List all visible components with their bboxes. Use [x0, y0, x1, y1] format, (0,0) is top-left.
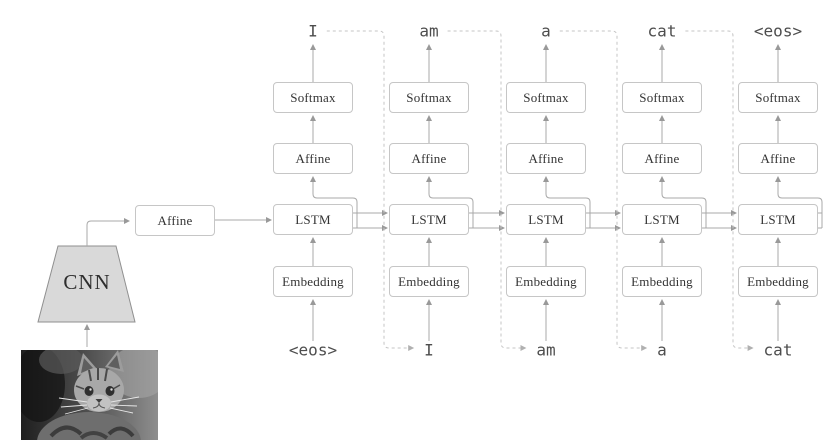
softmax-box: Softmax [506, 82, 586, 113]
softmax-box: Softmax [389, 82, 469, 113]
output-word: cat [647, 21, 677, 41]
input-word: am [536, 340, 556, 360]
embedding-box: Embedding [738, 266, 818, 297]
affine-box: Affine [622, 143, 702, 174]
lstm-box: LSTM [506, 204, 586, 235]
input-word: <eos> [288, 340, 338, 360]
input-word: cat [763, 340, 793, 360]
input-word: a [657, 340, 667, 360]
affine-box: Affine [389, 143, 469, 174]
cat-image [21, 350, 158, 440]
output-word: a [541, 21, 551, 41]
embedding-box: Embedding [622, 266, 702, 297]
input-word: I [424, 340, 434, 360]
softmax-box: Softmax [738, 82, 818, 113]
lstm-box: LSTM [738, 204, 818, 235]
embedding-box: Embedding [506, 266, 586, 297]
affine-box: Affine [738, 143, 818, 174]
output-word: I [308, 21, 318, 41]
lstm-box: LSTM [622, 204, 702, 235]
cnn-trapezoid [37, 245, 136, 323]
embedding-box: Embedding [389, 266, 469, 297]
affine-box: Affine [273, 143, 353, 174]
softmax-box: Softmax [273, 82, 353, 113]
embedding-box: Embedding [273, 266, 353, 297]
affine-box: Affine [506, 143, 586, 174]
output-word: <eos> [753, 21, 803, 41]
lstm-box: LSTM [389, 204, 469, 235]
lstm-box: LSTM [273, 204, 353, 235]
cnn-label: CNN [63, 270, 111, 294]
initial-affine-box: Affine [135, 205, 215, 236]
softmax-box: Softmax [622, 82, 702, 113]
output-word: am [419, 21, 439, 41]
